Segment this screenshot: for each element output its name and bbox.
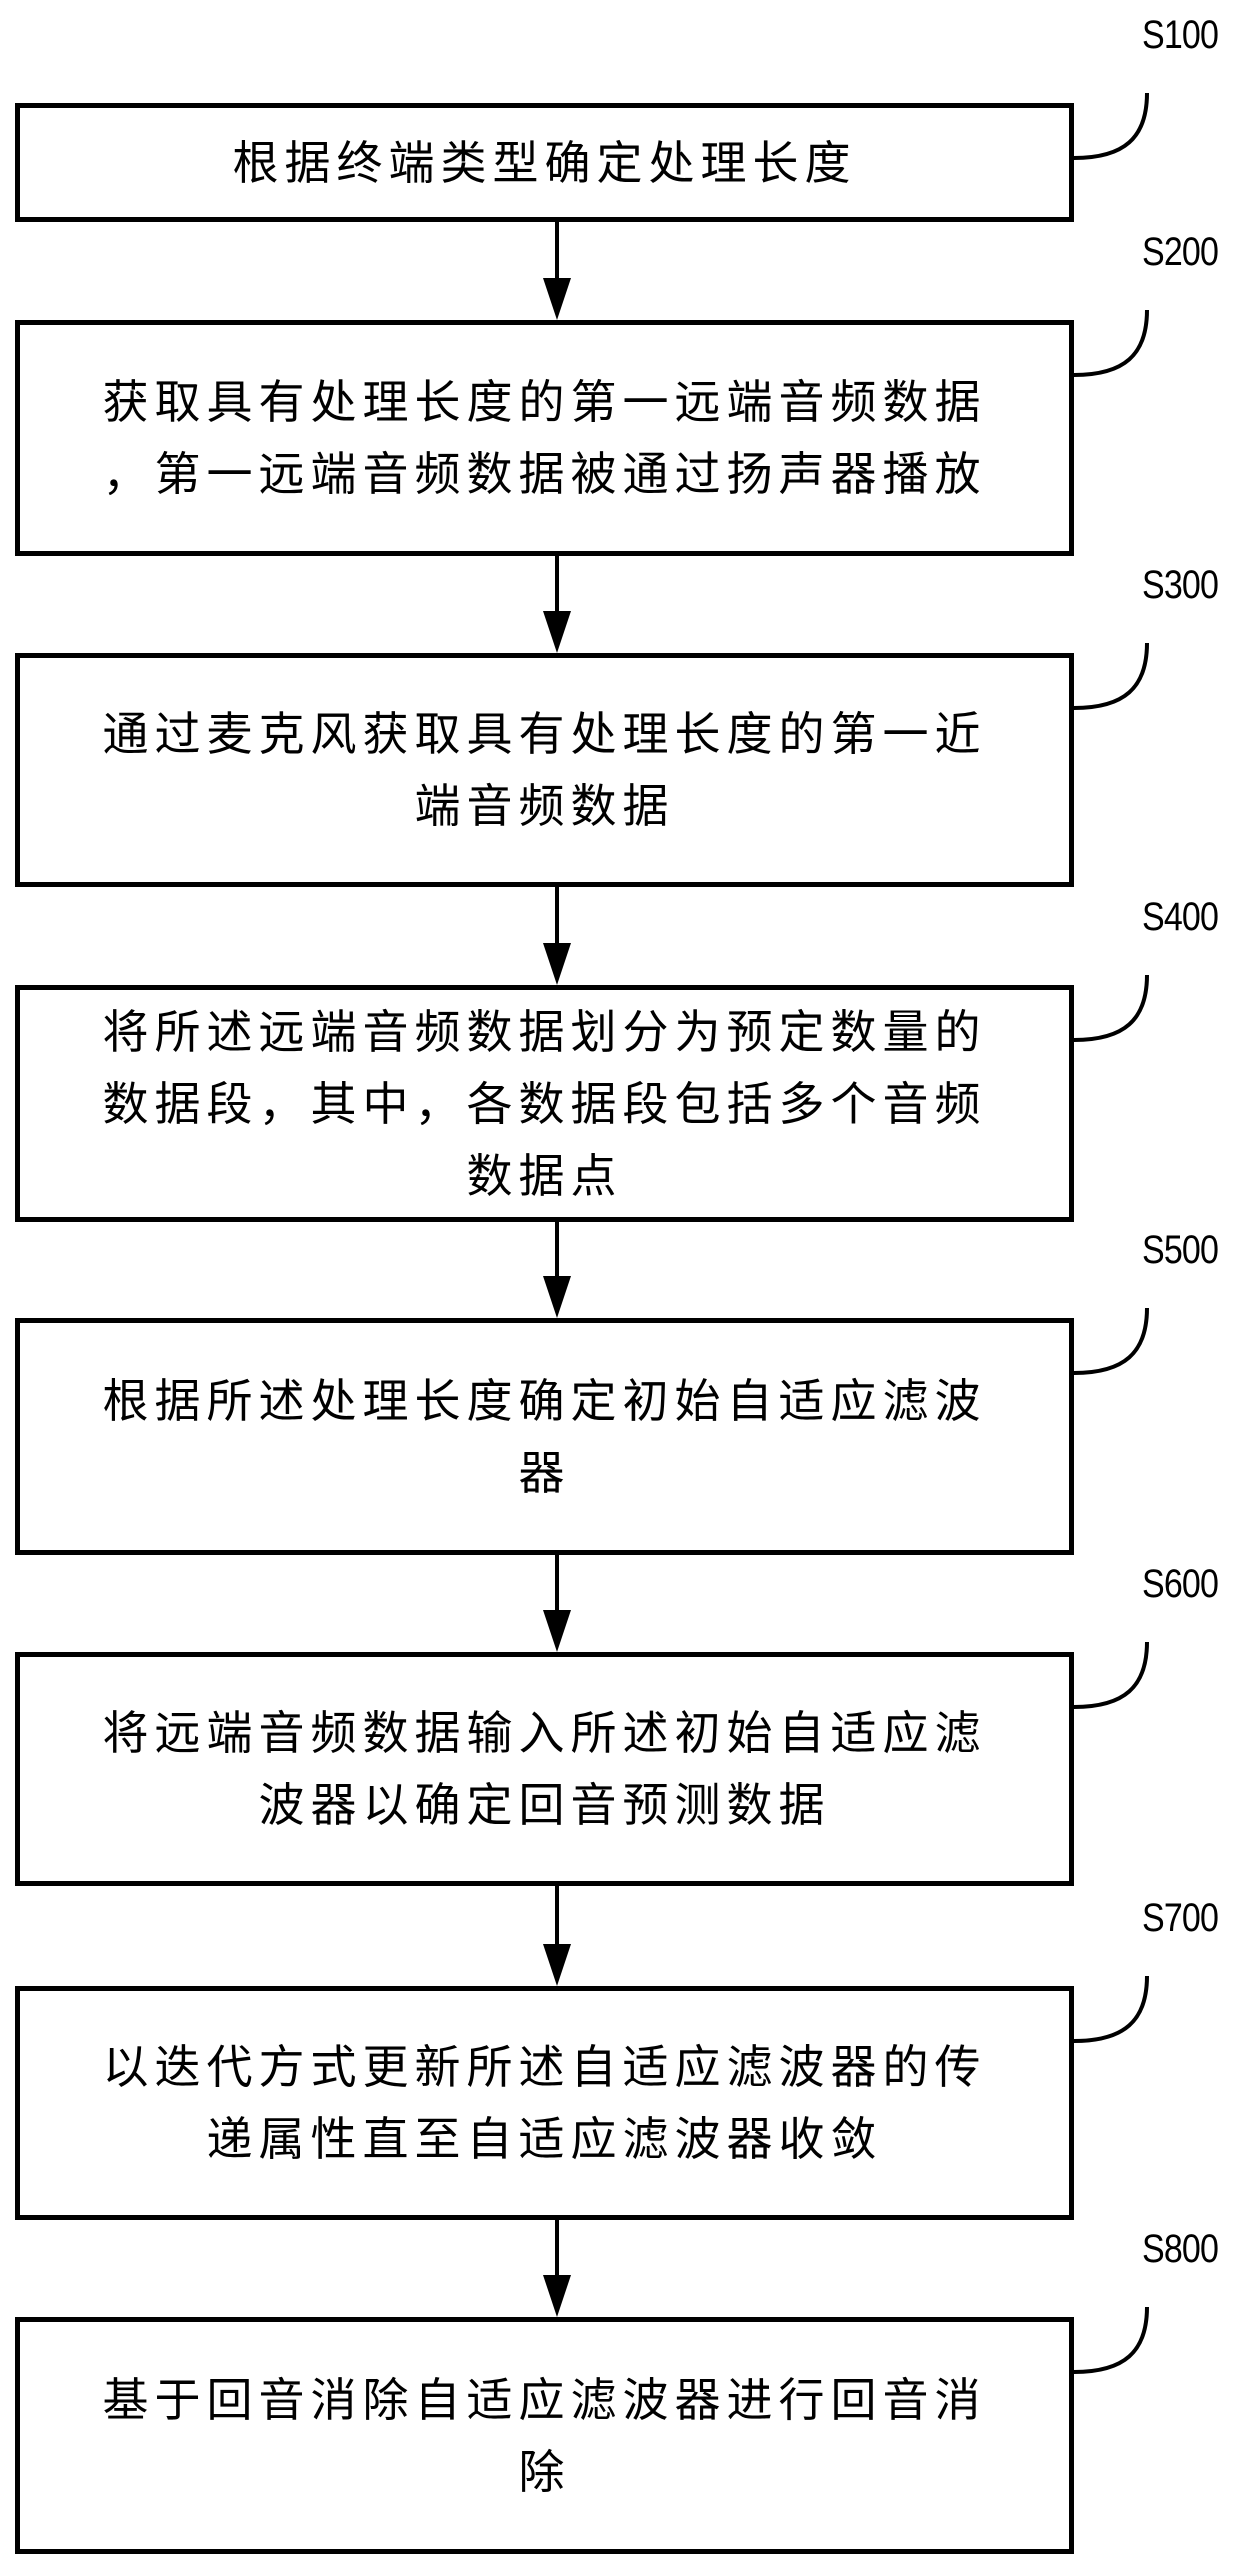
step-label: S600 [1142, 1562, 1219, 1606]
leader-line [1073, 1975, 1149, 2043]
step-label: S400 [1142, 895, 1219, 939]
step-text: 将远端音频数据输入所述初始自适应滤 波器以确定回音预测数据 [102, 1706, 987, 1832]
step-label: S300 [1142, 563, 1219, 607]
step-label: S100 [1142, 13, 1219, 57]
arrow-down-icon [543, 2275, 571, 2317]
step-label: S200 [1142, 230, 1219, 274]
step-box-s800: 基于回音消除自适应滤波器进行回音消 除 [15, 2317, 1074, 2554]
leader-line [1073, 1307, 1149, 1375]
step-box-s500: 根据所述处理长度确定初始自适应滤波 器 [15, 1318, 1074, 1555]
leader-line [1073, 92, 1149, 160]
step-label: S500 [1142, 1228, 1219, 1272]
step-box-s100: 根据终端类型确定处理长度 [15, 103, 1074, 222]
arrow-down-icon [543, 611, 571, 653]
leader-line [1073, 974, 1149, 1042]
step-text: 根据所述处理长度确定初始自适应滤波 器 [102, 1373, 987, 1500]
step-text: 将所述远端音频数据划分为预定数量的 数据段，其中，各数据段包括多个音频 数据点 [102, 1004, 987, 1203]
step-box-s600: 将远端音频数据输入所述初始自适应滤 波器以确定回音预测数据 [15, 1652, 1074, 1886]
step-text: 以迭代方式更新所述自适应滤波器的传 递属性直至自适应滤波器收敛 [102, 2040, 987, 2166]
leader-line [1073, 309, 1149, 377]
step-box-s300: 通过麦克风获取具有处理长度的第一近 端音频数据 [15, 653, 1074, 887]
step-box-s400: 将所述远端音频数据划分为预定数量的 数据段，其中，各数据段包括多个音频 数据点 [15, 985, 1074, 1222]
step-text: 通过麦克风获取具有处理长度的第一近 端音频数据 [102, 707, 987, 833]
step-text: 基于回音消除自适应滤波器进行回音消 除 [102, 2372, 987, 2499]
arrow-down-icon [543, 1944, 571, 1986]
arrow-down-icon [543, 1276, 571, 1318]
step-label: S800 [1142, 2227, 1219, 2271]
arrow-down-icon [543, 943, 571, 985]
arrow-down-icon [543, 1610, 571, 1652]
step-box-s200: 获取具有处理长度的第一远端音频数据 ，第一远端音频数据被通过扬声器播放 [15, 320, 1074, 556]
step-box-s700: 以迭代方式更新所述自适应滤波器的传 递属性直至自适应滤波器收敛 [15, 1986, 1074, 2220]
leader-line [1073, 642, 1149, 710]
arrow-down-icon [543, 278, 571, 320]
step-text: 根据终端类型确定处理长度 [232, 135, 857, 190]
leader-line [1073, 1641, 1149, 1709]
leader-line [1073, 2306, 1149, 2374]
step-text: 获取具有处理长度的第一远端音频数据 ，第一远端音频数据被通过扬声器播放 [102, 375, 987, 501]
step-label: S700 [1142, 1896, 1219, 1940]
